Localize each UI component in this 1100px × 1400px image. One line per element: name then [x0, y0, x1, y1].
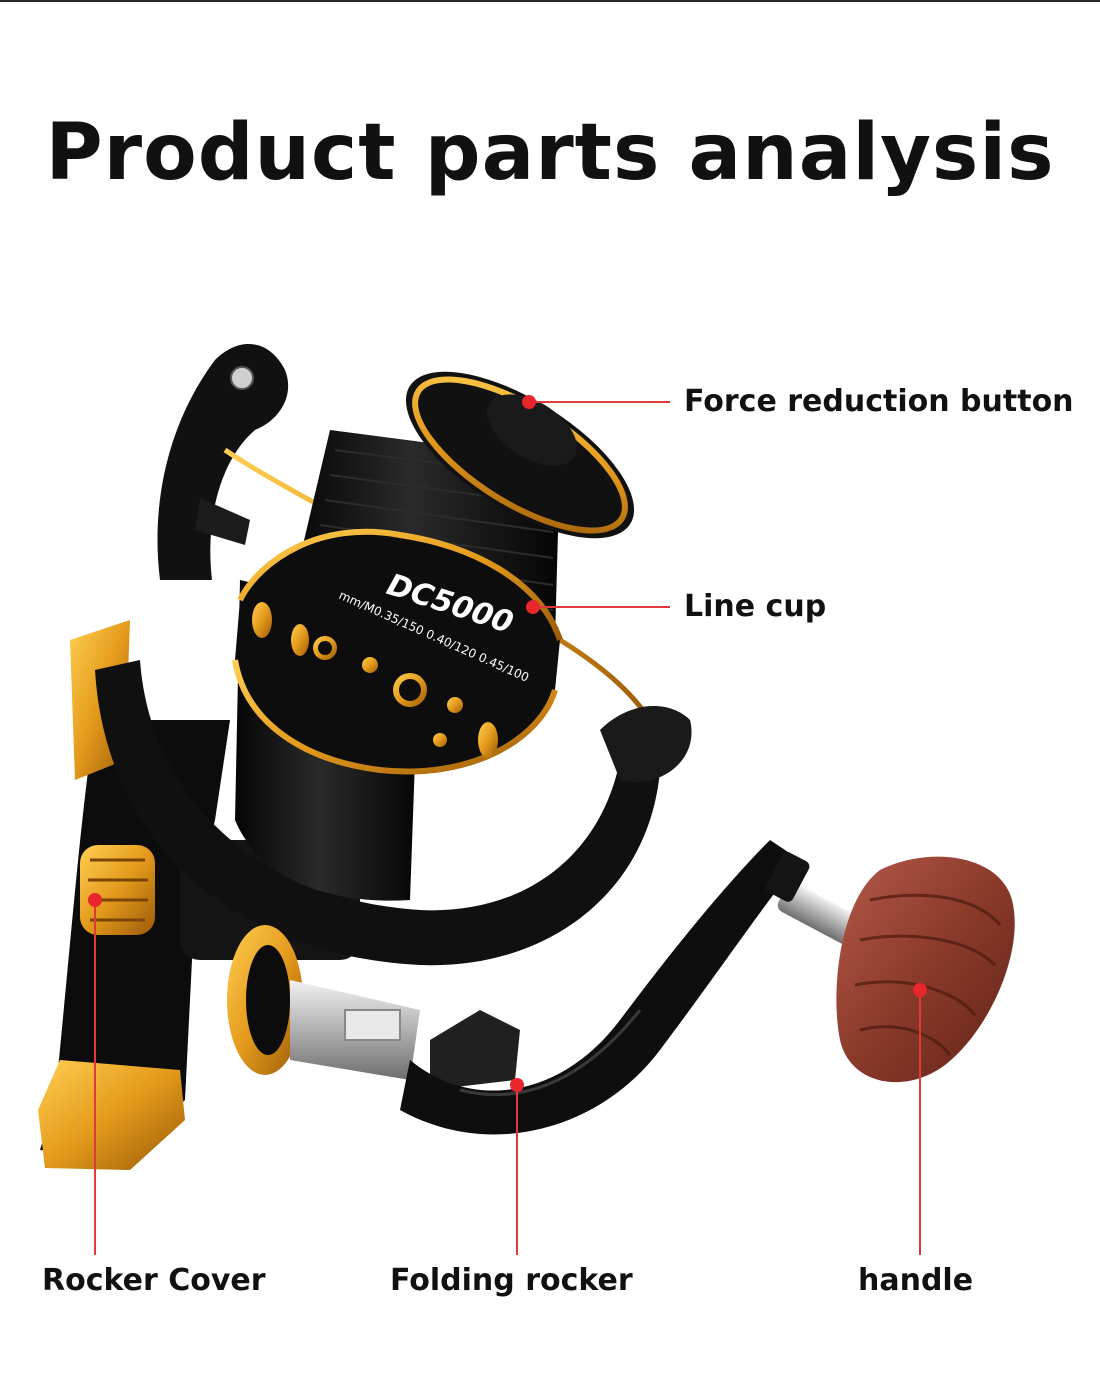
callout-dot — [913, 983, 927, 997]
label-line-cup: Line cup — [684, 589, 827, 624]
callout-folding-rocker — [510, 1078, 524, 1255]
label-rocker-cover: Rocker Cover — [42, 1263, 266, 1298]
rotor — [95, 660, 660, 966]
callout-handle — [913, 983, 927, 1255]
callout-force-reduction-button — [522, 395, 670, 409]
crank-hinge — [290, 980, 520, 1090]
label-folding-rocker: Folding rocker — [390, 1263, 633, 1298]
callout-rocker-cover — [88, 893, 102, 1255]
bail-arm — [157, 343, 289, 580]
callout-dot — [526, 600, 540, 614]
rocker-cover — [80, 845, 155, 935]
callout-dot — [522, 395, 536, 409]
callout-line-cup — [526, 600, 670, 614]
line-cup: DC5000 mm/M0.35/150 0.40/120 0.45/100 — [232, 371, 635, 901]
callout-dot — [88, 893, 102, 907]
top-divider — [0, 0, 1100, 2]
bail-roller — [600, 706, 692, 782]
handle — [836, 856, 1015, 1083]
page-title: Product parts analysis — [45, 108, 1055, 198]
label-handle: handle — [858, 1263, 974, 1298]
folding-rocker — [400, 840, 800, 1135]
label-force-reduction-button: Force reduction button — [684, 384, 1074, 419]
callout-dot — [510, 1078, 524, 1092]
